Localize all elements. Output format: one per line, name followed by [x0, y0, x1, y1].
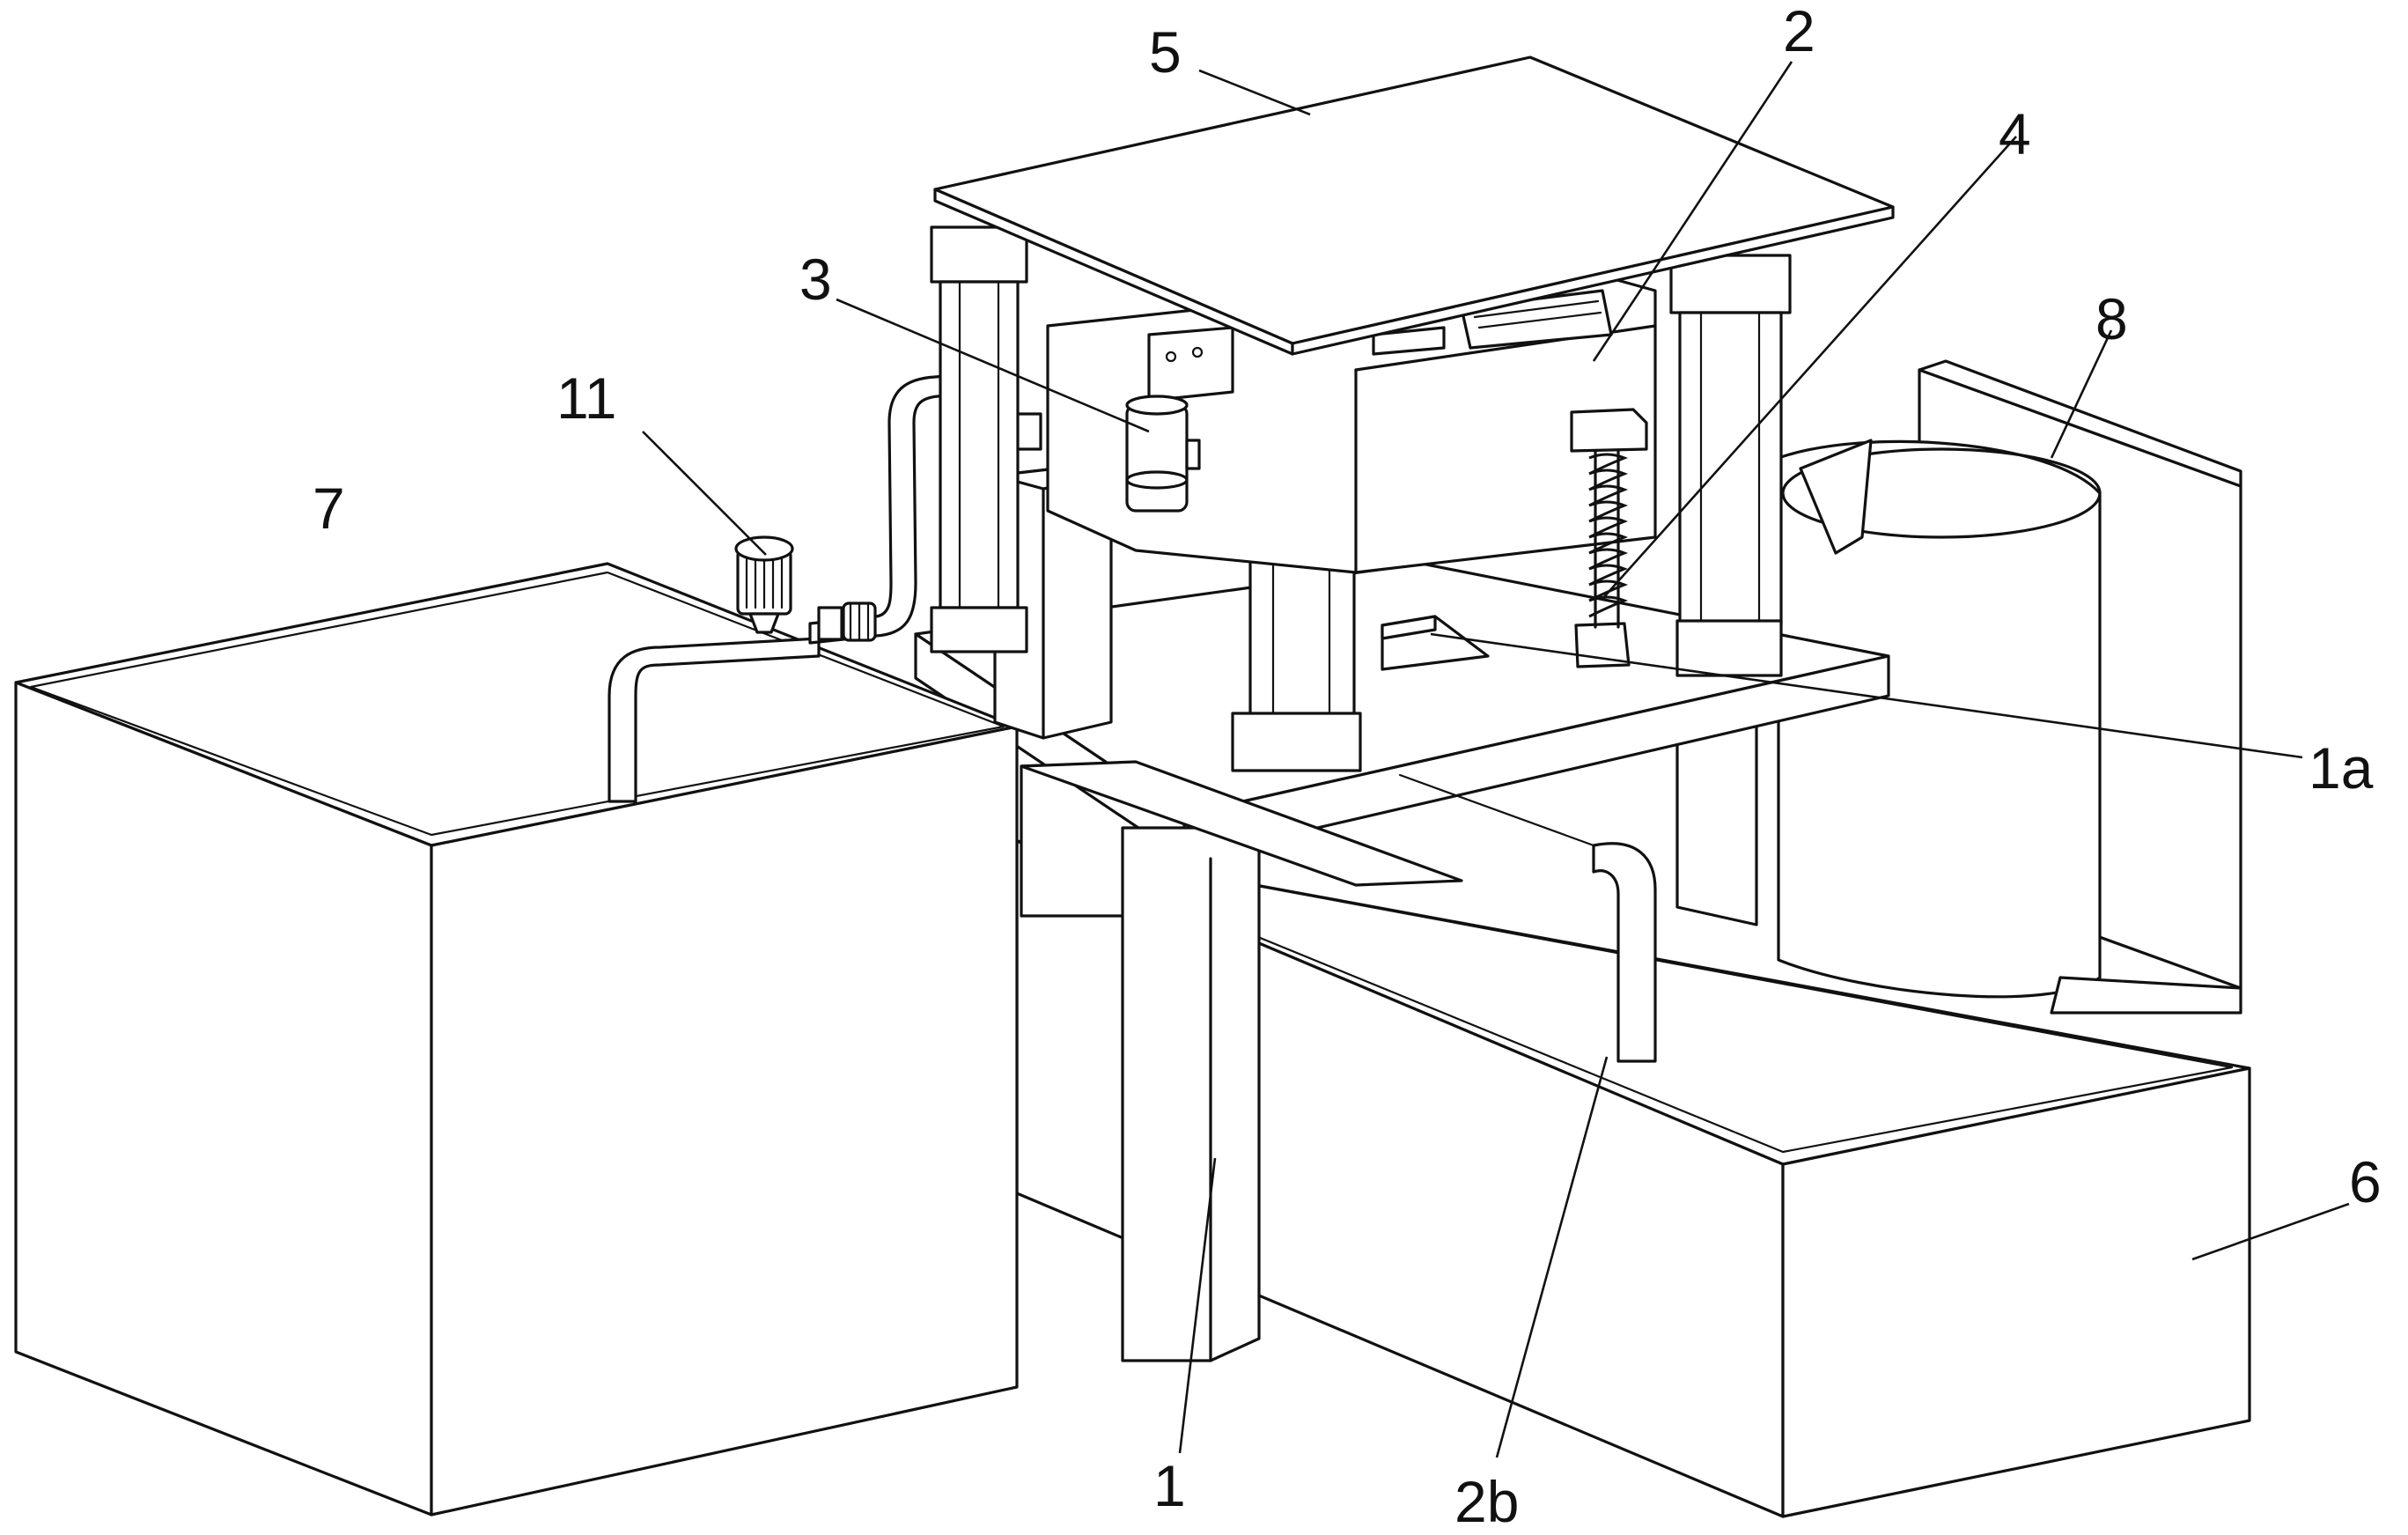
- leader-lines: [642, 61, 2350, 1458]
- guide-columns: [930, 225, 1792, 772]
- label-3: 3: [799, 247, 832, 312]
- tank-8: [1777, 359, 2242, 1015]
- label-7: 7: [313, 476, 345, 541]
- top-plate-5: [933, 55, 1895, 356]
- reference-numerals: 5 2 4 3 8 11 7 1a 6 1 2b: [313, 0, 2382, 1534]
- label-4: 4: [1999, 101, 2031, 166]
- frame-1: [914, 562, 1890, 1362]
- label-2b: 2b: [1454, 1469, 1519, 1534]
- label-11: 11: [556, 365, 617, 431]
- label-8: 8: [2095, 286, 2128, 351]
- label-2: 2: [1783, 0, 1815, 63]
- label-1: 1: [1153, 1453, 1186, 1518]
- carriage-2: [1046, 267, 1657, 574]
- label-5: 5: [1149, 19, 1182, 85]
- tank-7: [14, 562, 1019, 1517]
- chute-1a: [1381, 615, 1490, 671]
- label-6: 6: [2349, 1149, 2382, 1214]
- motor-3: [1125, 395, 1201, 513]
- label-1a: 1a: [2309, 735, 2374, 801]
